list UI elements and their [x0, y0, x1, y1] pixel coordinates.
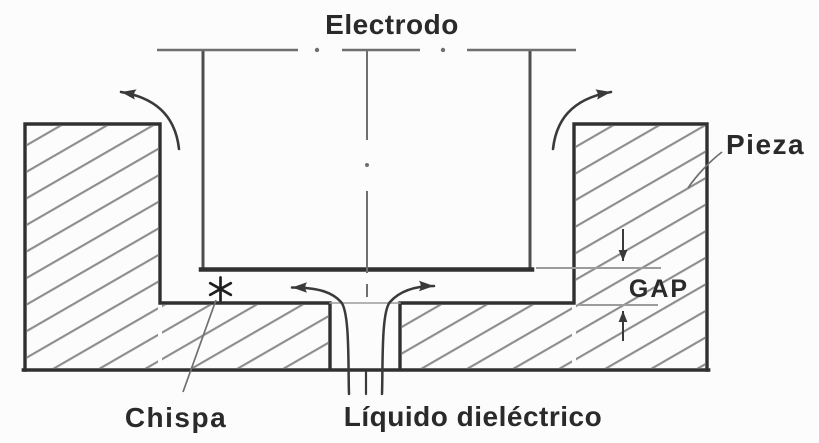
dielectric-flow-lines [290, 280, 436, 396]
flow-arrows-top [119, 89, 613, 151]
workpiece-hatching [27, 126, 705, 368]
centerline-icon [365, 51, 369, 297]
spark-leader-line [182, 299, 217, 393]
spark-label: Chispa [125, 402, 227, 433]
workpiece-leader-line [687, 151, 723, 189]
workpiece-label: Pieza [726, 129, 805, 160]
gap-dimension [536, 229, 661, 341]
electrode-label: Electrodo [325, 9, 459, 40]
spark-icon [208, 276, 233, 302]
flow-arrow-top-left-icon [119, 89, 181, 151]
gap-label: GAP [629, 275, 689, 303]
electrode-top-line [157, 47, 576, 53]
dielectric-fluid-label: Líquido dieléctrico [344, 401, 602, 432]
flow-arrow-top-right-icon [551, 89, 613, 151]
